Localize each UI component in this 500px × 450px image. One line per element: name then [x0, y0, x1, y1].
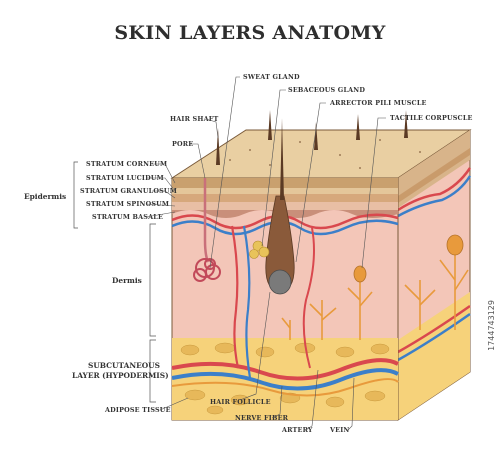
dermal-nerves [281, 280, 373, 340]
hair-shaft-main [280, 118, 284, 200]
label-artery: ARTERY [281, 426, 313, 434]
stratum-granulosum-band [172, 194, 398, 202]
surface-hairs [216, 110, 408, 165]
surface-dots [229, 139, 421, 169]
group-label-subcutaneous-1: SUBCUTANEOUS [88, 361, 160, 370]
stratum-corneum-band [172, 178, 398, 188]
hypodermis-bracket [149, 339, 156, 403]
label-sweat-gland: SWEAT GLAND [243, 73, 300, 81]
tactile-corpuscle [353, 265, 367, 283]
group-label-dermis: Dermis [112, 276, 142, 285]
vein-vessel [171, 368, 399, 391]
page-title: SKIN LAYERS ANATOMY [114, 22, 386, 44]
layer-label-stratum-corneum: STRATUM CORNEUM [86, 160, 167, 168]
sebaceous-gland [249, 240, 270, 259]
layer-label-stratum-spinosum: STRATUM SPINOSUM [86, 200, 169, 208]
label-arrector-pili: ARRECTOR PILI MUSCLE [329, 99, 427, 107]
label-tactile-corpuscle: TACTILE CORPUSCLE [390, 114, 473, 122]
label-hair-shaft: HAIR SHAFT [170, 115, 218, 123]
nerve-fiber-vessel [171, 378, 399, 397]
right-fat [398, 292, 470, 420]
label-hair-follicle: HAIR FOLLICLE [210, 398, 271, 406]
right-nerves [404, 250, 469, 330]
layer-label-stratum-granulosum: STRATUM GRANULOSUM [80, 187, 177, 195]
stock-id: 1744743129 [487, 300, 496, 351]
sweat-gland-coil [193, 258, 221, 282]
label-nerve-fiber: NERVE FIBER [235, 414, 289, 422]
stratum-lucidum-band [172, 188, 398, 194]
bottom-leaders [159, 291, 355, 431]
label-pore: PORE [172, 140, 193, 148]
label-adipose-tissue: ADIPOSE TISSUE [104, 406, 171, 414]
epidermis-leaders [145, 163, 176, 218]
label-vein: VEIN [329, 426, 349, 434]
group-label-subcutaneous-2: LAYER (HYPODERMIS) [72, 371, 169, 380]
label-sebaceous-gland: SEBACEOUS GLAND [288, 86, 365, 94]
group-label-epidermis: Epidermis [24, 192, 66, 201]
top-leaders [190, 76, 386, 269]
layer-label-stratum-lucidum: STRATUM LUCIDUM [86, 174, 164, 182]
dermis-bracket [149, 223, 156, 337]
layer-label-stratum-basale: STRATUM BASALE [92, 213, 163, 221]
artery-vessel [171, 358, 399, 381]
epidermis-bracket [73, 161, 78, 229]
